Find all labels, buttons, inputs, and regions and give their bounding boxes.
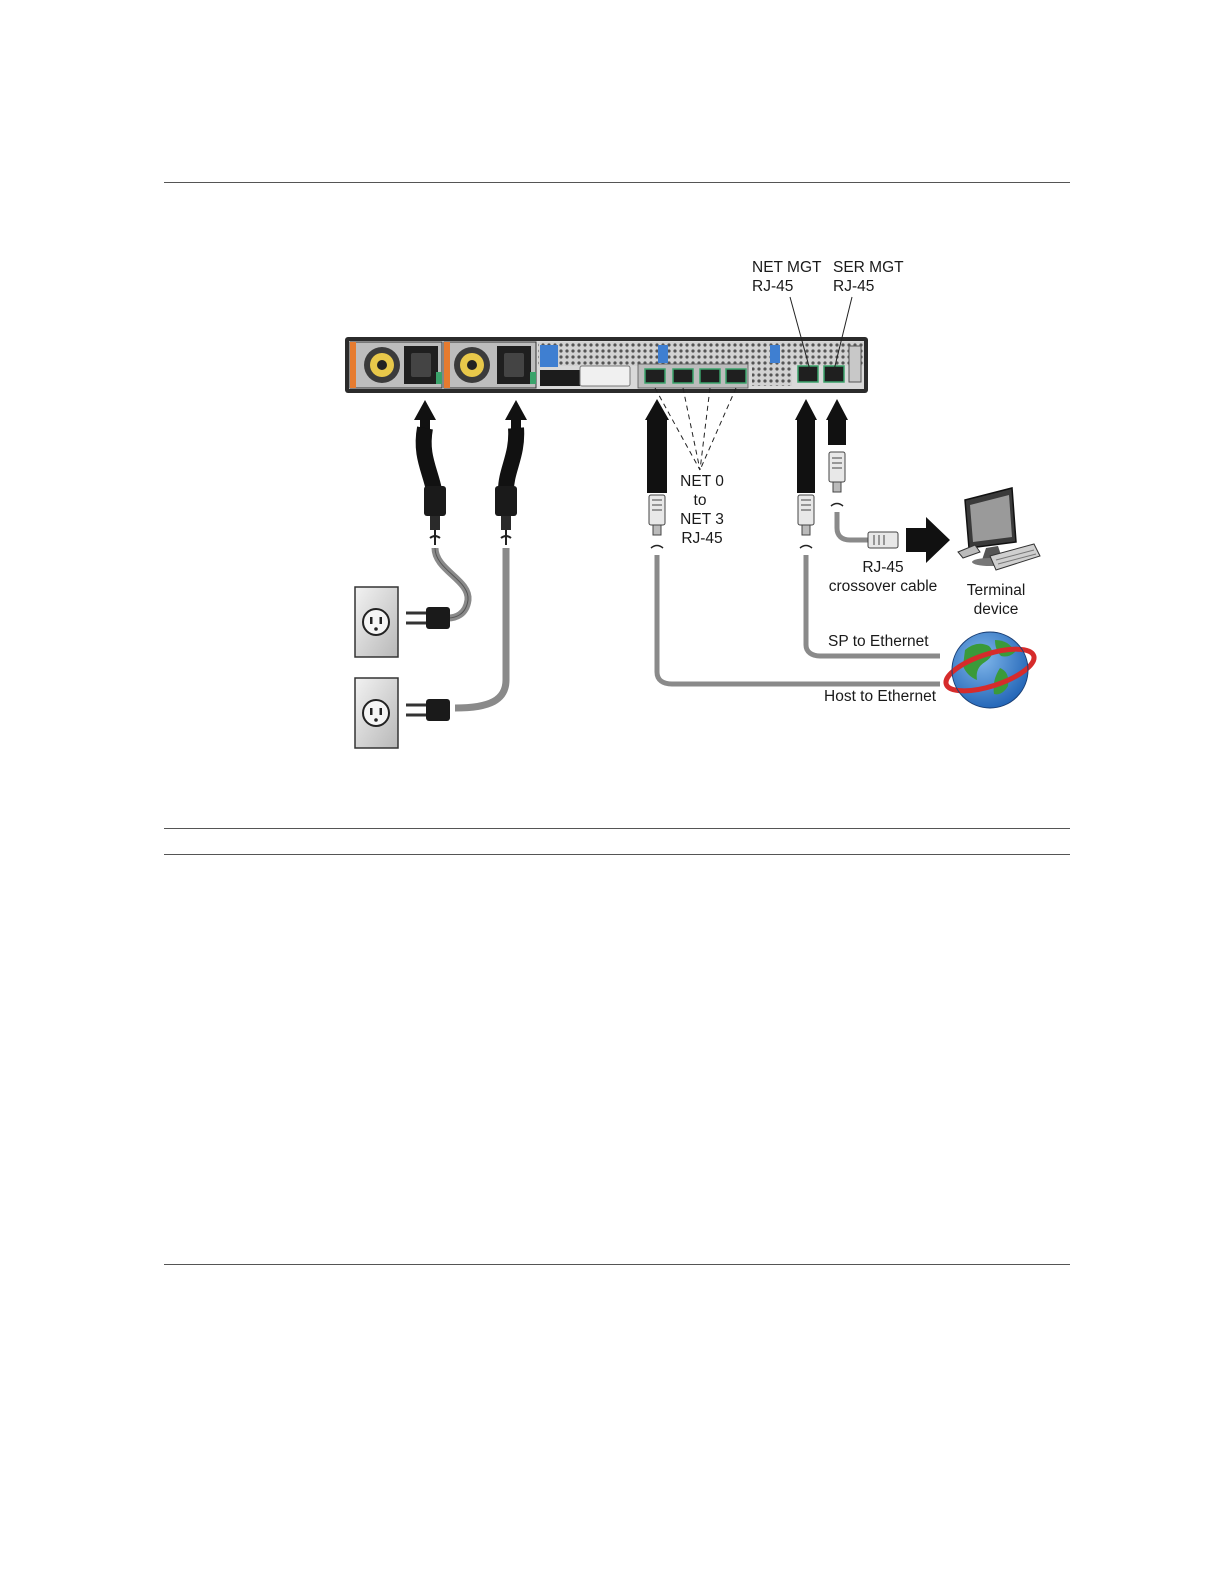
terminal-line2: device xyxy=(974,601,1019,618)
net-ports-line1: NET 0 xyxy=(680,473,724,490)
server-rear-panel xyxy=(345,337,868,393)
electrical-outlet-icon xyxy=(355,587,398,657)
power-supply-0 xyxy=(350,342,442,388)
globe-icon xyxy=(941,632,1038,708)
crossover-line2: crossover cable xyxy=(829,578,938,595)
label-sp-ethernet: SP to Ethernet xyxy=(828,633,929,650)
label-net-mgt: NET MGT RJ-45 xyxy=(752,259,822,295)
net-mgt-port xyxy=(798,366,818,382)
ser-mgt-line2: RJ-45 xyxy=(833,278,874,295)
net-ports-line2: to xyxy=(694,492,707,509)
power-cord-0 xyxy=(406,400,468,629)
net-mgt-line1: NET MGT xyxy=(752,259,822,276)
ser-mgt-line1: SER MGT xyxy=(833,259,904,276)
rj45-connector-icon xyxy=(649,495,665,535)
computer-terminal-icon xyxy=(958,488,1040,570)
label-net-ports: NET 0 to NET 3 RJ-45 xyxy=(680,473,724,547)
label-terminal: Terminal device xyxy=(967,582,1026,618)
power-plug-icon xyxy=(424,486,446,530)
net-ports-line4: RJ-45 xyxy=(681,530,722,547)
power-plug-icon xyxy=(495,486,517,530)
rj45-connector-icon xyxy=(868,532,898,548)
sp-network-cable xyxy=(795,399,940,656)
power-supply-1 xyxy=(444,342,536,388)
label-crossover: RJ-45 crossover cable xyxy=(829,559,938,595)
rj45-connector-icon xyxy=(798,495,814,535)
label-host-ethernet: Host to Ethernet xyxy=(824,688,937,705)
net-mgt-line2: RJ-45 xyxy=(752,278,793,295)
net-ports-line3: NET 3 xyxy=(680,511,724,528)
electrical-outlet-icon xyxy=(355,678,398,748)
rj45-connector-icon xyxy=(829,452,845,492)
terminal-line1: Terminal xyxy=(967,582,1026,599)
serial-crossover-cable xyxy=(826,399,950,563)
label-ser-mgt: SER MGT RJ-45 xyxy=(833,259,904,295)
crossover-line1: RJ-45 xyxy=(862,559,903,576)
